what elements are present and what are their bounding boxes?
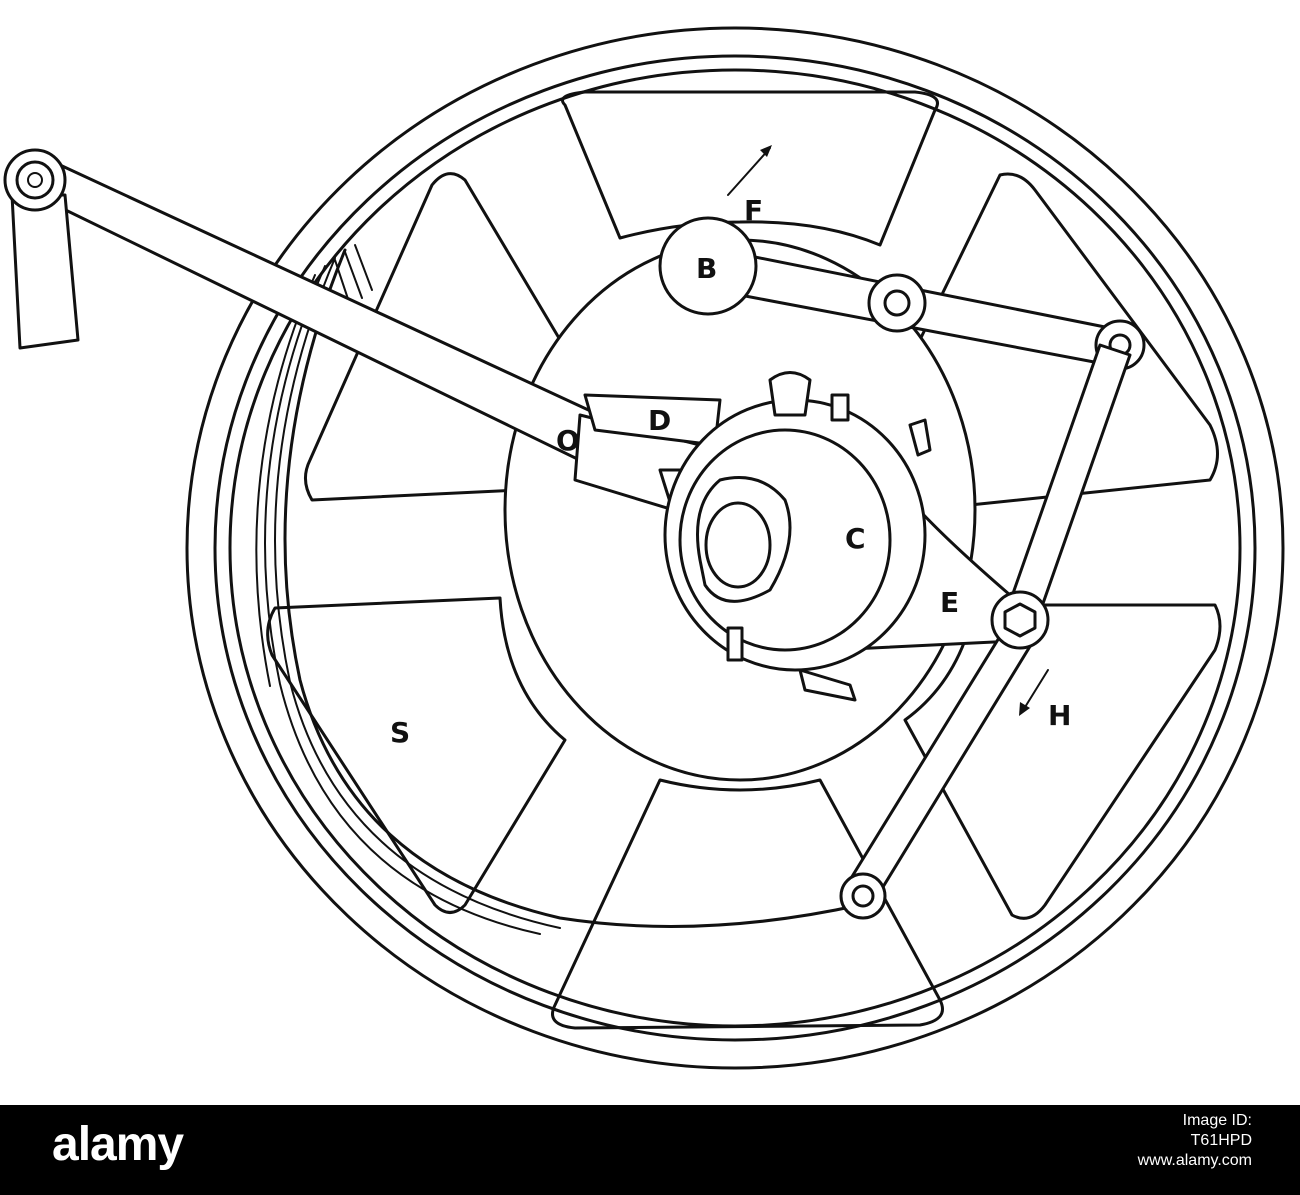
spoke-openings bbox=[266, 90, 1222, 1030]
image-id-block: Image ID: T61HPD www.alamy.com bbox=[1138, 1111, 1252, 1171]
governor-lever bbox=[3, 148, 702, 517]
label-s: S bbox=[390, 716, 410, 749]
watermark-footer: alamy Image ID: T61HPD www.alamy.com bbox=[0, 1105, 1300, 1195]
label-b: B bbox=[696, 252, 717, 285]
wheel-outer-rim bbox=[185, 26, 1285, 1070]
flywheel-governor-diagram: B F O D C E H S bbox=[3, 26, 1285, 1070]
arrow-h bbox=[1019, 669, 1049, 716]
arrow-f bbox=[727, 145, 772, 196]
alamy-logo: alamy bbox=[52, 1118, 184, 1171]
site-url: www.alamy.com bbox=[1137, 1152, 1252, 1169]
label-h: H bbox=[1048, 699, 1071, 732]
image-id-value: T61HPD bbox=[1190, 1132, 1252, 1149]
label-c: C bbox=[845, 522, 866, 555]
eccentric-c bbox=[658, 371, 1037, 702]
connecting-rods bbox=[839, 343, 1132, 920]
label-o: O bbox=[556, 424, 580, 457]
weight-b bbox=[658, 216, 1146, 371]
label-e: E bbox=[940, 586, 959, 619]
leaf-spring-s bbox=[255, 244, 862, 935]
label-d: D bbox=[648, 404, 671, 437]
label-f: F bbox=[744, 194, 763, 227]
wheel-inner-rim bbox=[213, 54, 1257, 1042]
image-id-label: Image ID: bbox=[1182, 1112, 1252, 1129]
